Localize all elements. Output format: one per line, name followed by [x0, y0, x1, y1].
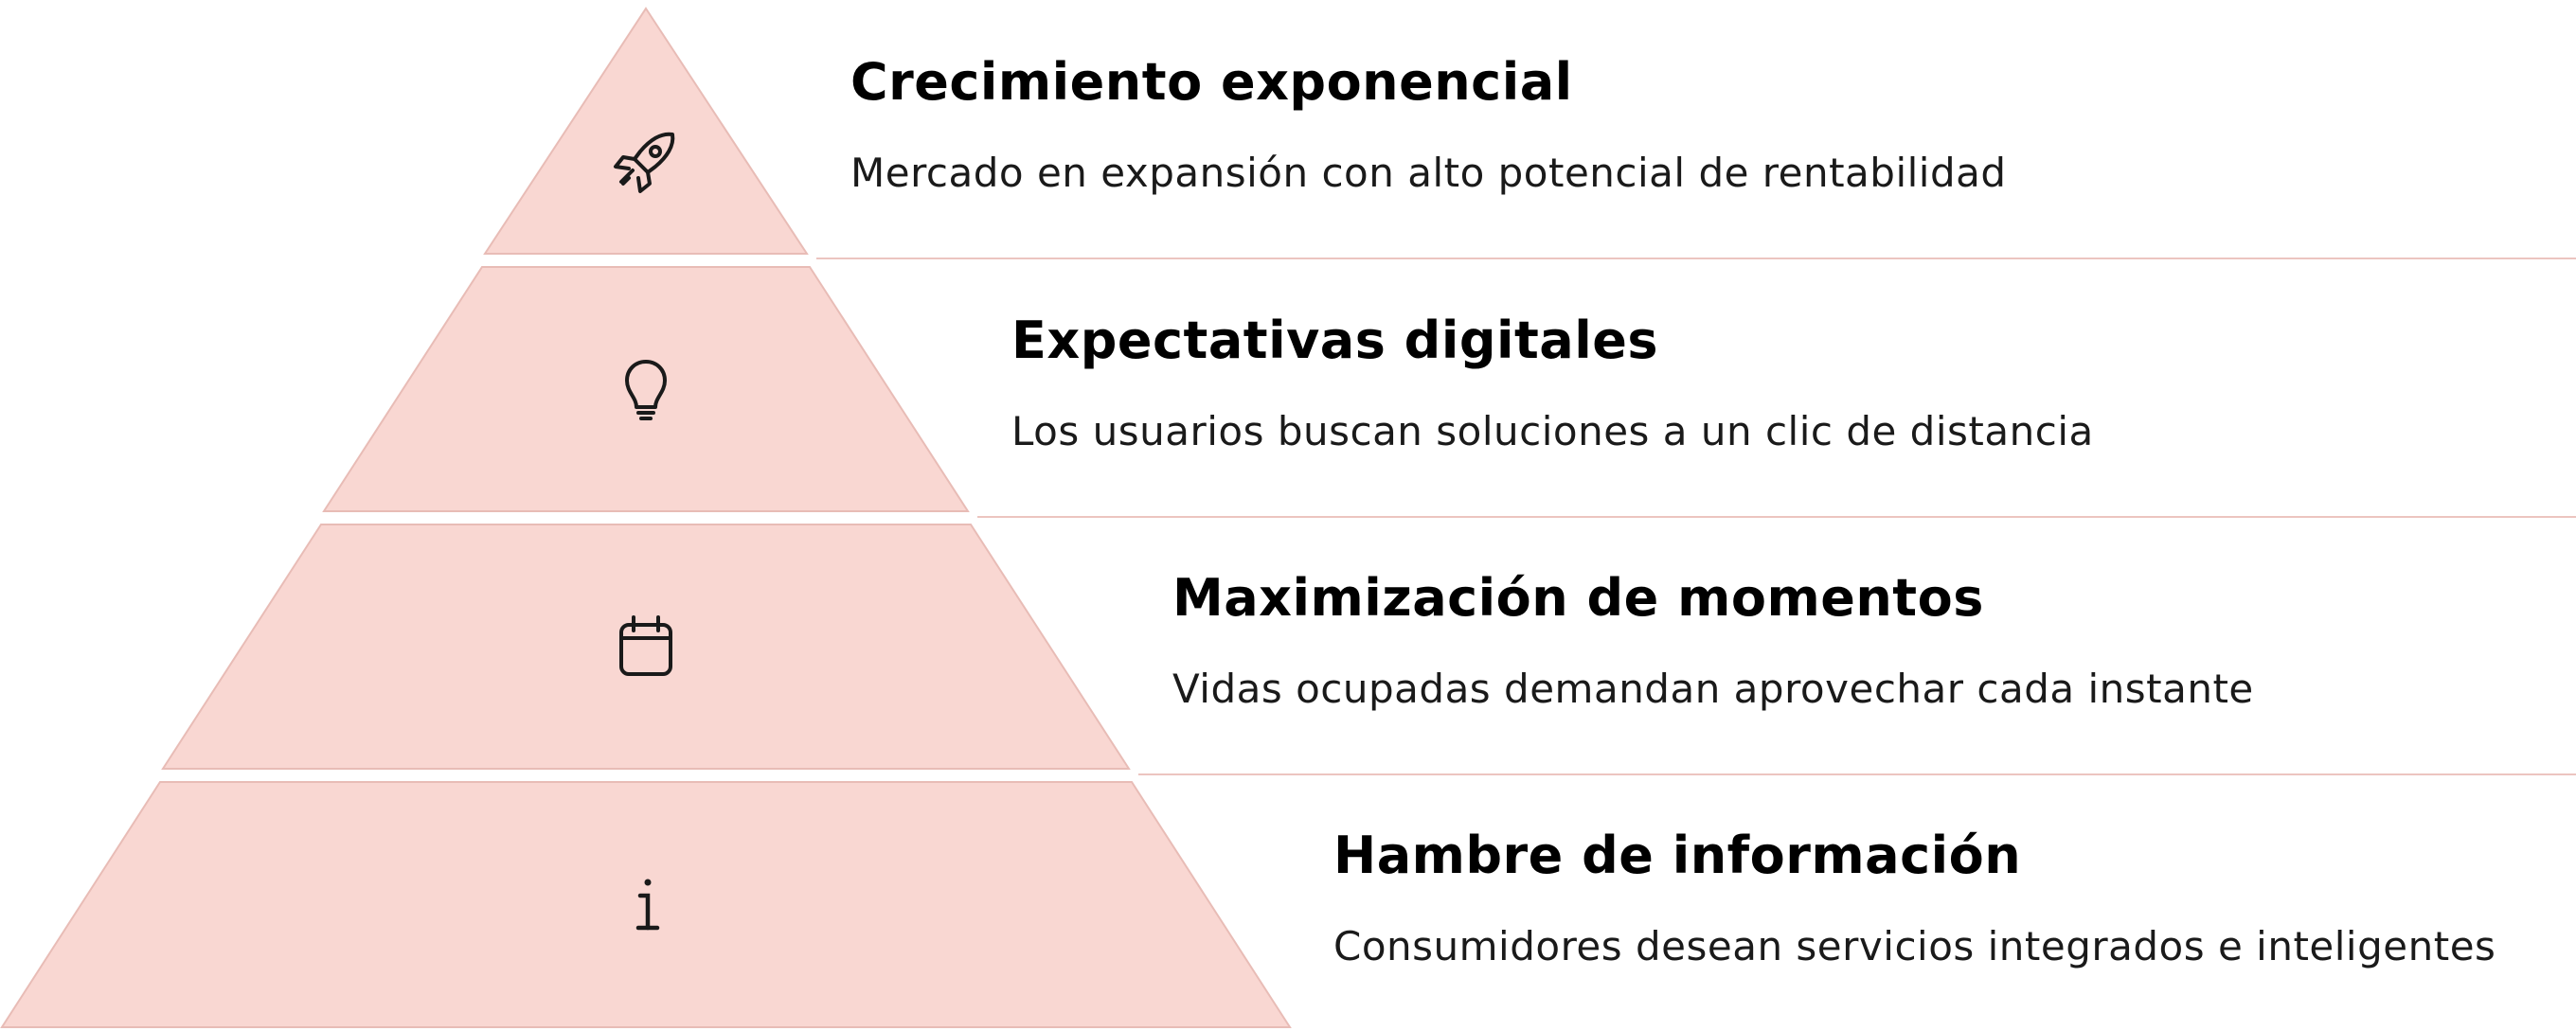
pyramid-segment-2 [322, 266, 970, 512]
info-icon [635, 879, 660, 931]
level-3-text: Maximización de momentos Vidas ocupadas … [1172, 573, 2254, 709]
level-3-description: Vidas ocupadas demandan aprovechar cada … [1172, 666, 2254, 712]
level-4-description: Consumidores desean servicios integrados… [1333, 923, 2496, 969]
level-2-text: Expectativas digitales Los usuarios busc… [1011, 315, 2094, 452]
level-2-description: Los usuarios buscan soluciones a un clic… [1011, 408, 2094, 454]
level-1-text: Crecimiento exponencial Mercado en expan… [850, 57, 2007, 193]
level-3-title: Maximización de momentos [1172, 568, 1984, 628]
rocket-icon [614, 132, 675, 193]
calendar-icon [619, 615, 672, 676]
level-1-title: Crecimiento exponencial [850, 52, 1573, 112]
level-2-title: Expectativas digitales [1011, 311, 1659, 370]
level-4-text: Hambre de información Consumidores desea… [1333, 830, 2496, 967]
lightbulb-icon [625, 360, 667, 420]
pyramid-segment-1 [483, 7, 809, 255]
pyramid-segment-3 [161, 524, 1131, 770]
level-1-description: Mercado en expansión con alto potencial … [850, 150, 2007, 196]
level-4-title: Hambre de información [1333, 826, 2022, 885]
